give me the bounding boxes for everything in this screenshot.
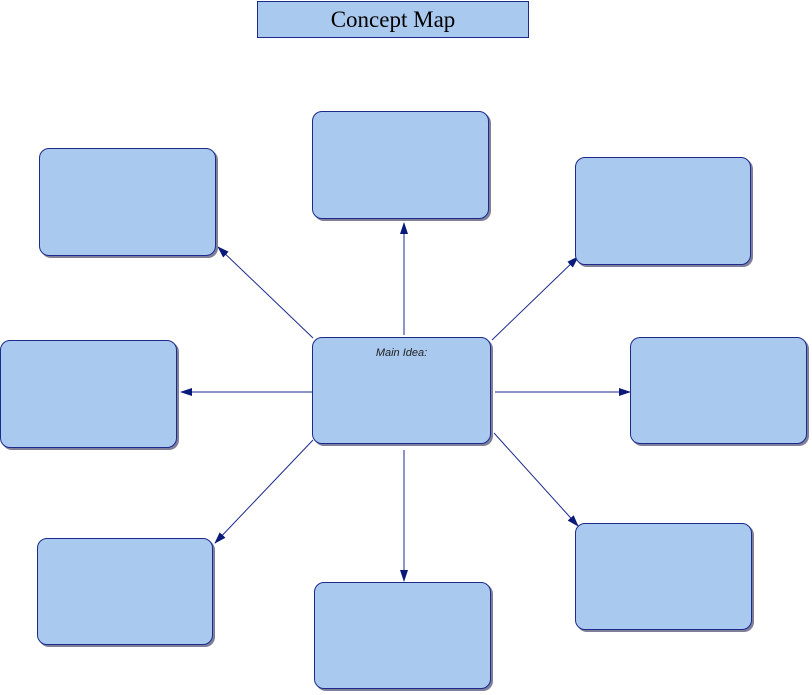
node-top[interactable] [312, 111, 489, 219]
node-top-right[interactable] [575, 157, 751, 265]
connector-bottom-right [493, 432, 579, 527]
connector-top-right [491, 256, 579, 341]
connector-top-left [217, 246, 314, 339]
main-idea-node[interactable]: Main Idea: [312, 337, 491, 444]
node-bottom-left[interactable] [37, 538, 213, 645]
node-right[interactable] [630, 337, 807, 444]
node-top-left[interactable] [39, 148, 216, 256]
connector-bottom-left [214, 439, 314, 544]
concept-map-title: Concept Map [257, 1, 529, 38]
node-left[interactable] [0, 340, 177, 448]
node-bottom-right[interactable] [575, 523, 752, 630]
main-idea-label: Main Idea: [375, 347, 428, 359]
node-bottom[interactable] [314, 582, 491, 689]
